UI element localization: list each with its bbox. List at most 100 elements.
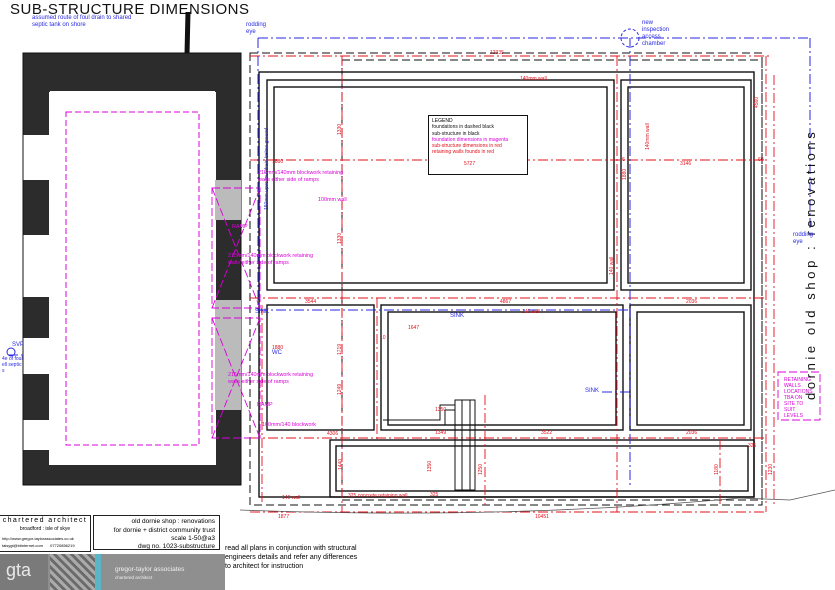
firm-contact: taisygt@btinternet.com 07720856219	[2, 543, 90, 548]
ramp-label-2: RAMP	[257, 402, 273, 408]
svp-circle	[6, 347, 16, 357]
firm-locations: broadford : isle of skye	[19, 526, 71, 532]
dim-5727: 5727	[464, 161, 476, 167]
dim-1350: 1350	[435, 407, 447, 413]
legend-heading: LEGEND	[432, 118, 453, 124]
dim-1440: 1440	[338, 458, 344, 470]
logo-gta: gta	[6, 560, 32, 580]
dim-4867: 4867	[500, 299, 512, 305]
foul-drain	[8, 37, 811, 488]
dim-325b: 325	[430, 492, 439, 498]
dim-6: 6	[622, 157, 625, 163]
drain-vertical-note: 150mm upvc foul drain below ground	[264, 128, 270, 210]
dim-1350v: 1350	[427, 460, 433, 472]
firm-phone: 07720856219	[50, 543, 75, 548]
wall-100-label: 100mm wall	[318, 197, 347, 203]
sink-label-3: SINK	[450, 313, 465, 319]
dim-2036b: 2036	[686, 430, 698, 436]
title-block-firm: chartered architect broadford : isle of …	[0, 515, 91, 552]
dim-1249: 1249	[337, 383, 343, 395]
wall-140-top: 140mm wall	[520, 76, 547, 82]
dim-4560: 4560	[754, 96, 760, 108]
rodding-eye-top: rodding eye	[246, 22, 267, 35]
rodding-eye-right: rodding eye	[793, 232, 814, 245]
firm-web[interactable]: http://www.gregor-taylorassociates.co.uk	[2, 536, 74, 541]
dim-1877: 1877	[278, 514, 290, 520]
steps	[383, 399, 476, 491]
dimension-lines-magenta	[211, 187, 821, 439]
instruction-note: read all plans in conjunction with struc…	[225, 544, 403, 574]
dim-1250: 1250	[478, 463, 484, 475]
dim-12335: 12335	[490, 50, 504, 56]
substructure-walls	[258, 71, 755, 498]
dim-1349: 1349	[435, 430, 447, 436]
dim-1230: 1230	[768, 463, 774, 475]
drawing-number: dwg no. 1023-substructure	[138, 543, 215, 550]
dim-1880v: 1880	[622, 168, 628, 180]
logo-strip: gta gregor-taylor associates chartered a…	[0, 554, 225, 590]
svp-label: SVP	[12, 342, 25, 348]
logo-firm-sub: chartered architect	[115, 575, 153, 580]
existing-interior	[49, 92, 216, 465]
dim-1330b: 1330	[337, 232, 343, 244]
dim-1719: 1719	[337, 343, 343, 355]
wall-140-bottom: 140 wall	[282, 495, 301, 501]
legend-line: sub-structure dimensions in red	[432, 143, 502, 150]
dim-1330: 1330	[337, 123, 343, 135]
title-block-project: old dornie shop : renovations for dornie…	[93, 515, 220, 550]
side-title: dornie old shop : renovations	[803, 128, 818, 400]
concrete-wall-label: 325 concrete retaining wall	[348, 493, 408, 499]
wall-140-vertical-1: 140 wall	[609, 256, 615, 275]
sink-label-1: SINK	[255, 309, 270, 315]
dim-1880: 1880	[272, 159, 284, 165]
project-name: old dornie shop : renovations	[131, 518, 215, 525]
site-marker-bar	[184, 11, 191, 55]
drawing-scale: scale 1-50@a3	[171, 535, 215, 542]
firm-email[interactable]: taisygt@btinternet.com	[2, 543, 43, 548]
ramp-opening-2	[215, 300, 241, 410]
legend-line: foundations in dashed black	[432, 124, 494, 131]
dim-10: 10	[380, 335, 386, 341]
dim-10451: 10451	[535, 514, 549, 520]
dim-3544: 3544	[305, 299, 317, 305]
legend-line: sub-structure in black	[432, 130, 480, 137]
wall-openings	[23, 135, 49, 450]
wc-label: WC	[272, 350, 282, 356]
logo-firm-name: gregor-taylor associates	[115, 566, 185, 573]
dim-1647: 1647	[408, 325, 420, 331]
client-name: for dornie + district community trust	[113, 527, 215, 534]
inspection-chamber	[620, 28, 640, 48]
septic-note: 4e of foul ell septic s	[2, 356, 23, 374]
dim-1880b: 1880	[272, 345, 284, 351]
dim-3522: 3522	[541, 430, 553, 436]
sink-label-2: SINK	[585, 388, 600, 394]
wall-140-mid: 140 wall	[522, 309, 541, 315]
dim-3146: 3146	[680, 161, 692, 167]
logo-stone-image	[50, 554, 95, 590]
dim-60: 60	[758, 157, 764, 163]
blockwork-low-label: 100mm/140 blockwork	[262, 422, 316, 428]
legend-line: retaining walls founds in red	[432, 149, 494, 156]
dim-325a: 325	[748, 443, 757, 449]
ramp-opening-1	[215, 180, 241, 220]
page-title: SUB-STRUCTURE DIMENSIONS	[10, 1, 250, 18]
dim-1180: 1180	[714, 464, 720, 475]
site-boundary	[239, 489, 835, 514]
ramp-label-1: RAMP	[232, 224, 248, 230]
dim-4306: 4306	[327, 431, 339, 437]
existing-foundation-outline	[65, 111, 200, 446]
legend-line: foundation dimensions in magenta	[432, 136, 509, 143]
chamber-note: new inspection access chamber	[642, 20, 670, 47]
firm-line: chartered architect	[2, 517, 88, 524]
wall-140-vertical-2: 140mm wall	[645, 123, 651, 150]
dim-2036: 2036	[686, 299, 698, 305]
drain-route-note: assumed route of foul drain to shared se…	[32, 15, 132, 28]
